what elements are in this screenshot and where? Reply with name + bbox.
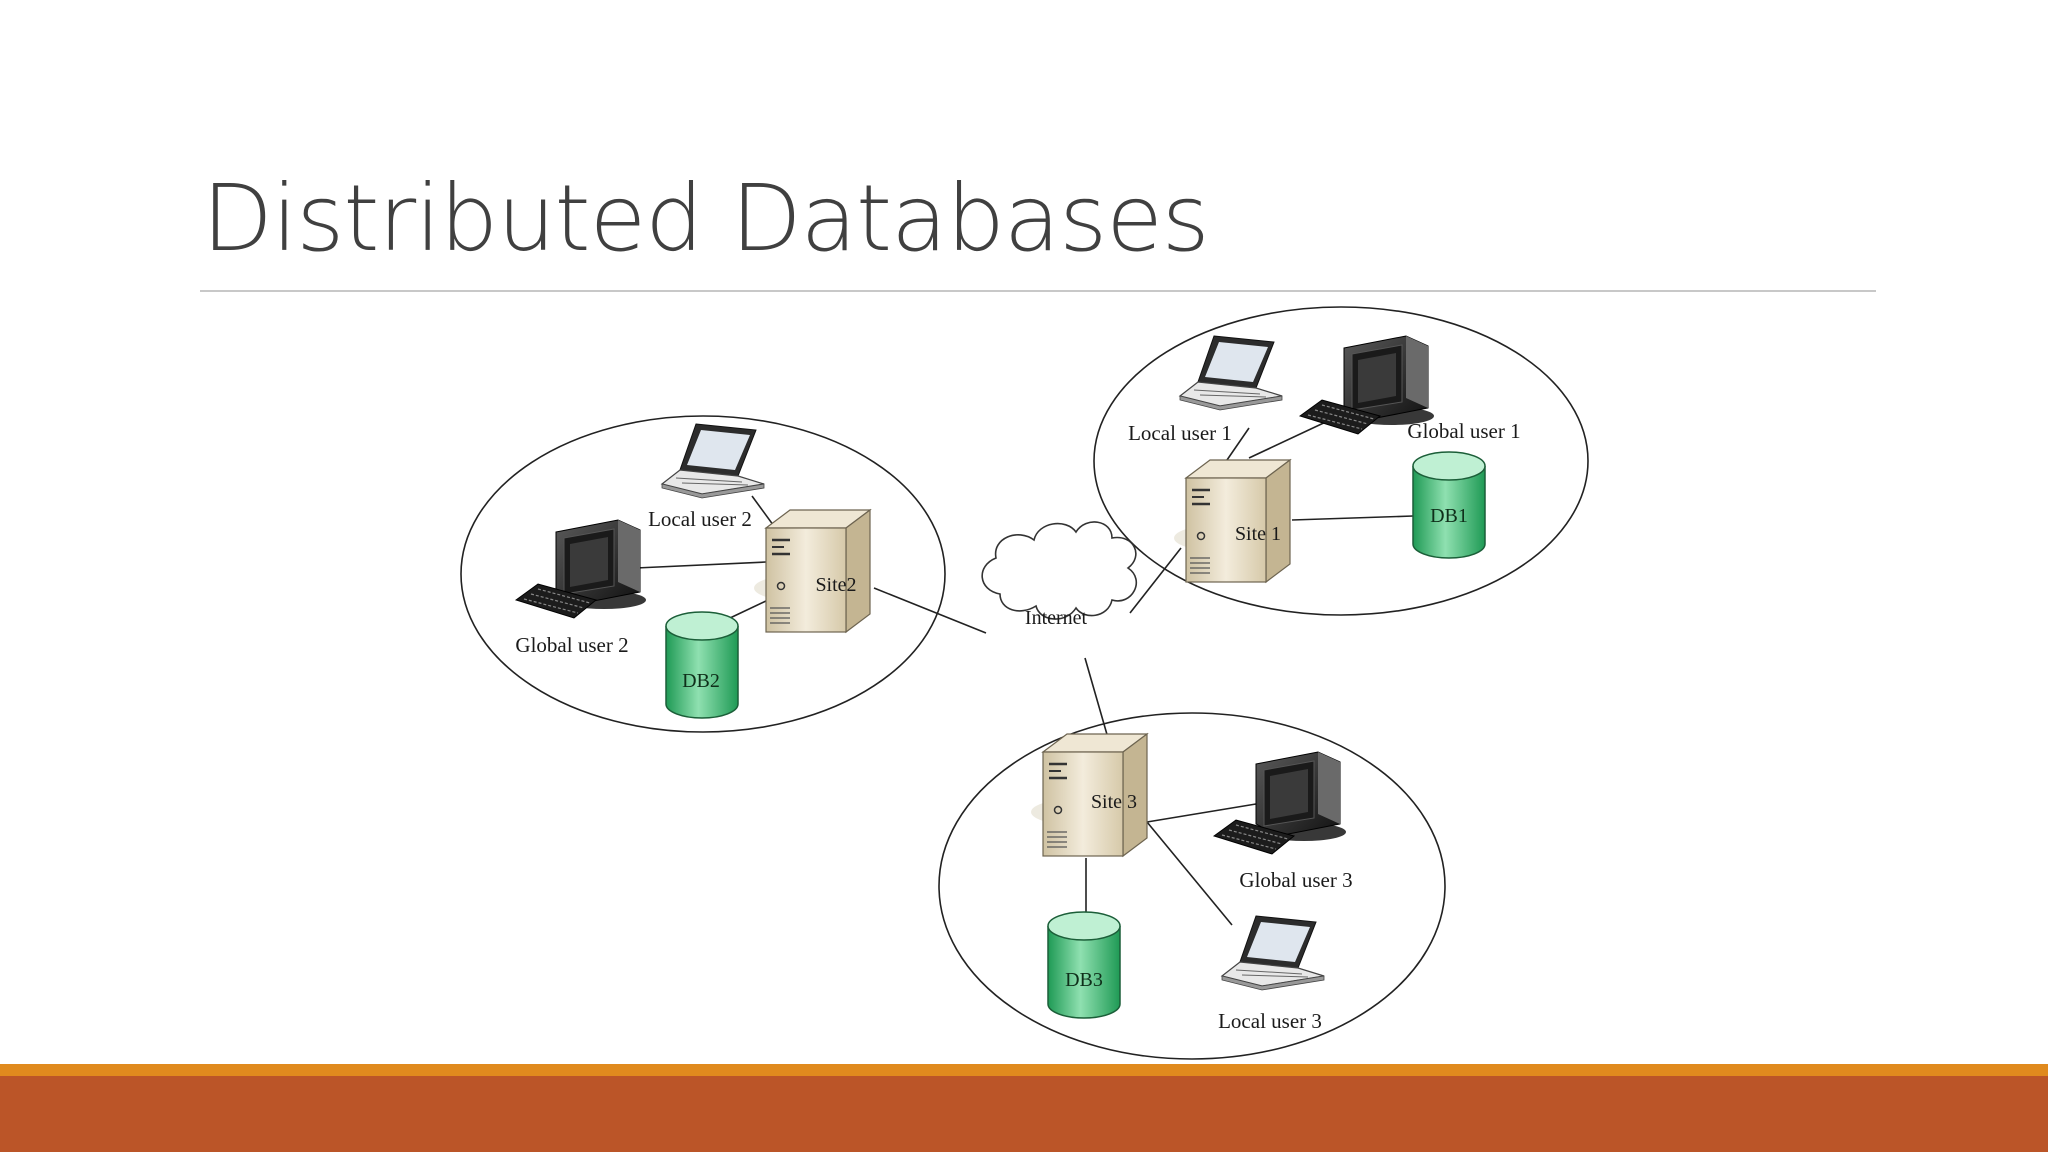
site-1-boundary [1093,306,1589,616]
network-links [635,419,1414,926]
site-1-server-label: Site 1 [1235,523,1281,545]
site-3-local-user-label: Local user 3 [1218,1009,1322,1033]
site-1-local-user-label: Local user 1 [1128,421,1232,445]
footer-accent-bar [0,1076,2048,1152]
site-3-global-user-label: Global user 3 [1239,868,1352,892]
site-3-boundary [938,712,1446,1060]
site-2-boundary [460,415,946,733]
laptop-icon [1221,915,1325,991]
site-2-global-user-label: Global user 2 [515,633,628,657]
footer-accent-bar-thin [0,1064,2048,1076]
internet-cloud-icon [981,521,1138,620]
database-icon [1047,911,1121,1019]
site-3-db-label: DB3 [1065,969,1103,991]
site-2-local-user-label: Local user 2 [648,507,752,531]
server-icon [1172,458,1292,584]
laptop-icon [1179,335,1283,411]
internet-label: Internet [1025,607,1088,629]
database-icon [665,611,739,719]
site-1-db-label: DB1 [1430,505,1468,527]
site-1-global-user-label: Global user 1 [1407,419,1520,443]
laptop-icon [661,423,765,499]
site-3-server-label: Site 3 [1091,791,1137,813]
site-2-db-label: DB2 [682,670,720,692]
desktop-computer-icon [1255,751,1347,842]
slide-title: Distributed Databases [202,165,1210,272]
site-2-server-label: Site2 [815,574,856,596]
server-icon [752,508,872,634]
title-divider [200,290,1876,292]
